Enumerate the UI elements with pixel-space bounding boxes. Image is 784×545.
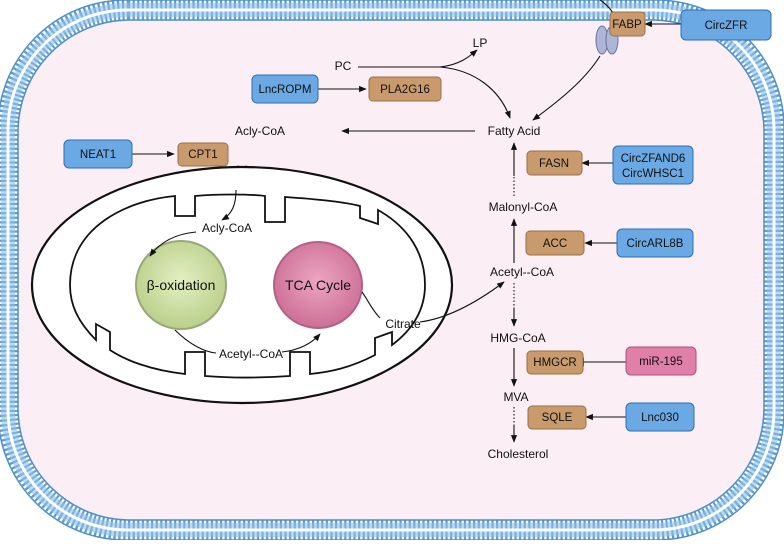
lncropm-regulator: LncROPM xyxy=(251,74,319,104)
pc-label: PC xyxy=(335,59,352,73)
neat1-label: NEAT1 xyxy=(80,149,116,161)
mitochondrion xyxy=(30,165,454,405)
acly-coa-top-label: Acly-CoA xyxy=(235,124,285,138)
acc-enzyme: ACC xyxy=(525,230,585,256)
mir195-regulator: miR-195 xyxy=(625,346,697,376)
lncropm-label: LncROPM xyxy=(258,84,311,96)
fabp-enzyme: FABP xyxy=(609,11,646,37)
mir195-label: miR-195 xyxy=(639,356,682,368)
membrane-transporter-icon xyxy=(595,0,619,55)
acly-coa-inner-label: Acly-CoA xyxy=(202,221,252,235)
acc-label: ACC xyxy=(543,238,567,250)
circarl8b-label: CircARL8B xyxy=(627,238,684,250)
fatty-acid-label: Fatty Acid xyxy=(488,124,541,138)
neat1-regulator: NEAT1 xyxy=(63,139,133,169)
acetyl-coa-outer-label: Acetyl--CoA xyxy=(490,265,554,279)
hmgcr-label: HMGCR xyxy=(533,357,576,369)
fabp-label: FABP xyxy=(612,19,642,31)
circzfr-regulator: CircZFR xyxy=(680,9,772,41)
beta-oxidation-node: β-oxidation xyxy=(135,240,227,330)
lp-label: LP xyxy=(473,36,488,50)
beta-oxidation-label: β-oxidation xyxy=(147,277,216,293)
fasn-label: FASN xyxy=(539,158,569,170)
acetyl-coa-inner-label: Acetyl--CoA xyxy=(219,347,283,361)
mva-label: MVA xyxy=(503,390,528,404)
cpt1-label: CPT1 xyxy=(188,149,217,161)
circzfand6-circwhsc1-regulator: CircZFAND6 CircWHSC1 xyxy=(612,145,694,185)
hmg-coa-label: HMG-CoA xyxy=(490,331,545,345)
lnc030-regulator: Lnc030 xyxy=(625,402,695,432)
citrate-label: Citrate xyxy=(385,317,421,331)
lnc030-label: Lnc030 xyxy=(641,412,679,424)
circzfr-label: CircZFR xyxy=(705,20,748,32)
circarl8b-regulator: CircARL8B xyxy=(616,228,694,258)
sqle-enzyme: SQLE xyxy=(527,405,587,430)
fasn-enzyme: FASN xyxy=(526,150,583,176)
circzfand6-label: CircZFAND6 xyxy=(621,153,686,165)
hmgcr-enzyme: HMGCR xyxy=(526,350,584,375)
sqle-label: SQLE xyxy=(542,412,573,424)
cpt1-enzyme: CPT1 xyxy=(177,142,229,167)
malonyl-coa-label: Malonyl-CoA xyxy=(489,200,558,214)
tca-cycle-label: TCA Cycle xyxy=(285,277,351,293)
cholesterol-label: Cholesterol xyxy=(488,447,549,461)
pla2g16-enzyme: PLA2G16 xyxy=(368,76,442,102)
circwhsc1-label: CircWHSC1 xyxy=(622,168,684,180)
tca-cycle-node: TCA Cycle xyxy=(273,241,363,329)
pla2g16-label: PLA2G16 xyxy=(380,84,430,96)
